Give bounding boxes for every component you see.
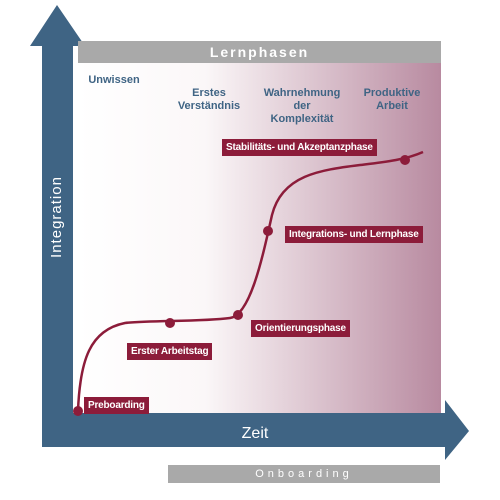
milestone-dot-stabilitaetsphase [400, 155, 410, 165]
header-title: Lernphasen [209, 44, 310, 60]
milestone-label-orientierungsphase: Orientierungsphase [251, 320, 350, 337]
phase-label-produktive-arbeit: Produktive Arbeit [363, 87, 421, 112]
milestone-dot-integrationsphase [263, 226, 273, 236]
phase-label-wahrnehmung: Wahrnehmung der Komplexität [263, 87, 341, 125]
milestone-dot-erster-arbeitstag [165, 318, 175, 328]
milestone-label-preboarding: Preboarding [84, 397, 149, 414]
phase-label-unwissen: Unwissen [88, 74, 140, 86]
milestone-dot-orientierungsphase [233, 310, 243, 320]
phase-label-erstes-verstaendnis: Erstes Verständnis [177, 87, 241, 112]
y-axis-arrow [30, 5, 85, 413]
header-bar [78, 41, 441, 63]
y-axis-label: Integration [48, 176, 65, 258]
x-axis-label: Zeit [241, 425, 269, 442]
x-axis-arrow [42, 400, 469, 460]
progress-curve [76, 150, 424, 412]
milestone-dot-preboarding [73, 406, 83, 416]
footer-bar [168, 465, 440, 483]
milestone-label-integrationsphase: Integrations- und Lernphase [285, 226, 423, 243]
milestone-label-erster-arbeitstag: Erster Arbeitstag [127, 343, 213, 360]
milestone-label-stabilitaetsphase: Stabilitäts- und Akzeptanzphase [222, 139, 377, 156]
footer-title: Onboarding [255, 468, 353, 480]
